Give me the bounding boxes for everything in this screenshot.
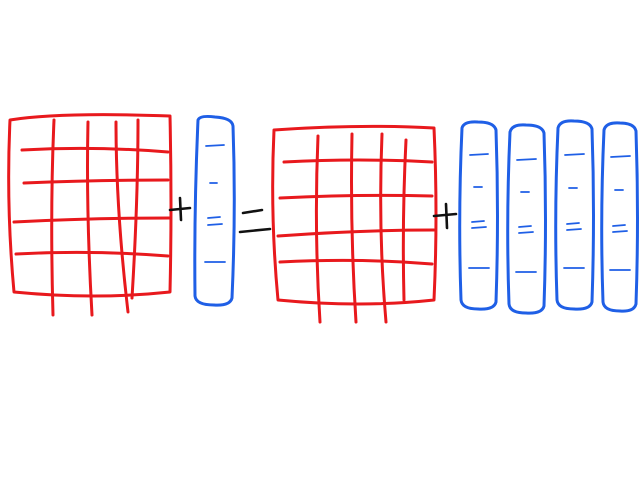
equals-bottom-line xyxy=(238,227,272,234)
rod-right-3-tick xyxy=(564,153,585,156)
grid-right-hline xyxy=(278,258,434,266)
grid-left-outline xyxy=(7,113,173,298)
rod-right-3-tick xyxy=(566,222,580,225)
grid-right-vline xyxy=(401,138,408,302)
rod-right-3-outline xyxy=(554,119,595,311)
rod-right-2-tick xyxy=(518,231,534,234)
grid-left-vline xyxy=(86,120,94,317)
grid-left-vline xyxy=(130,118,140,300)
grid-left-hline xyxy=(14,250,170,258)
rod-right-3 xyxy=(554,119,595,311)
grid-left xyxy=(7,113,173,317)
rod-right-1-tick xyxy=(469,153,489,156)
rod-right-4-tick xyxy=(610,155,631,158)
equals-top-line xyxy=(241,208,264,215)
rod-left-tick xyxy=(205,144,225,147)
grid-left-vline xyxy=(50,118,56,317)
equals-sign xyxy=(238,208,272,234)
rod-right-3-tick xyxy=(566,228,582,231)
rod-right-4-tick xyxy=(612,230,628,233)
rod-right-2-tick xyxy=(518,225,532,228)
grid-right-vline xyxy=(350,132,358,324)
rod-right-1-outline xyxy=(458,120,499,311)
rod-right-1 xyxy=(458,120,499,311)
grid-right xyxy=(271,124,438,324)
grid-right-vline xyxy=(314,134,322,324)
grid-left-hline xyxy=(22,178,170,185)
rod-right-4-outline xyxy=(600,121,639,313)
rod-left xyxy=(193,114,236,307)
rod-left-outline xyxy=(193,114,236,307)
rod-right-2-tick xyxy=(516,158,537,161)
grid-left-hline xyxy=(20,146,170,154)
grid-right-hline xyxy=(276,228,436,238)
rod-right-1-tick xyxy=(471,226,487,229)
grid-left-hline xyxy=(12,216,172,224)
rod-right-1-tick xyxy=(471,220,485,223)
rod-left-tick xyxy=(207,223,223,226)
rod-right-2 xyxy=(506,123,547,315)
grid-right-outline xyxy=(271,124,438,306)
plus-vertical xyxy=(444,202,449,230)
rod-right-2-outline xyxy=(506,123,547,315)
plus-horizontal xyxy=(432,212,458,218)
rod-left-tick xyxy=(207,216,221,219)
rod-right-4-tick xyxy=(612,224,626,227)
plus-vertical xyxy=(178,196,183,222)
rod-right-4 xyxy=(600,121,639,313)
plus-sign-2 xyxy=(432,202,458,230)
grid-right-hline xyxy=(278,193,434,200)
grid-right-vline xyxy=(379,132,388,324)
grid-right-hline xyxy=(282,158,434,164)
plus-sign-1 xyxy=(168,196,192,222)
grid-left-vline xyxy=(114,120,130,314)
